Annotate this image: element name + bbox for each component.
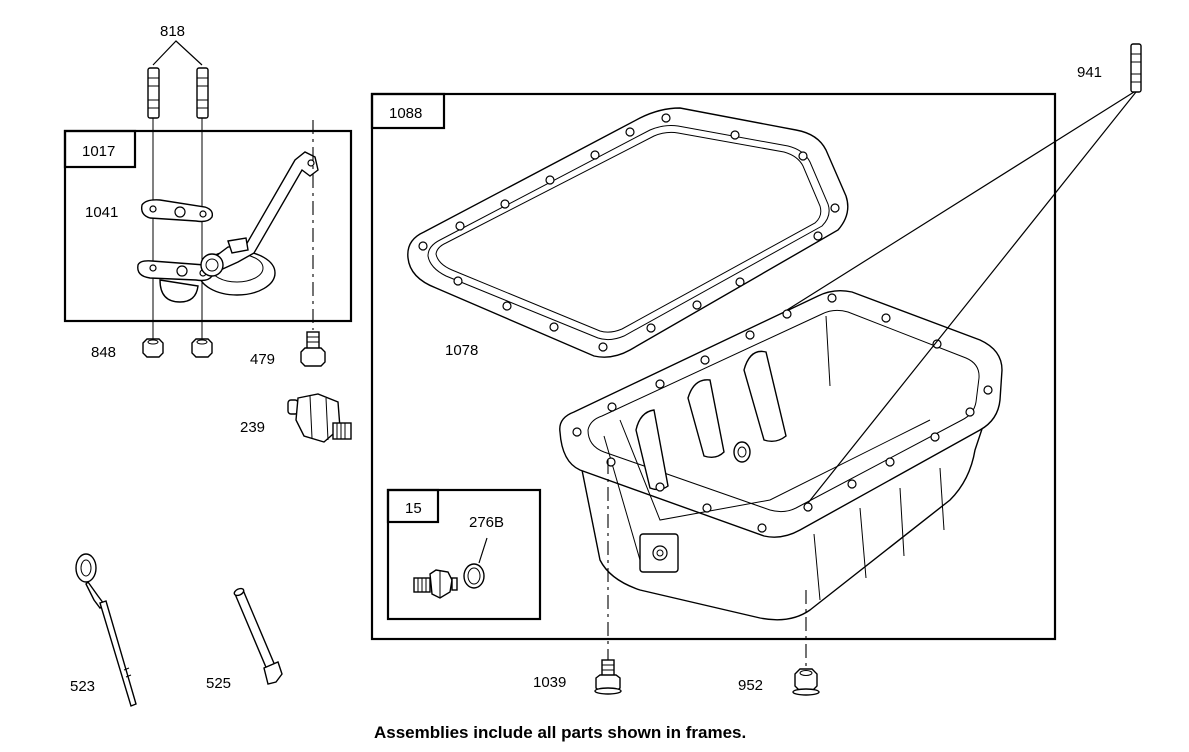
callout-952: 952 bbox=[738, 677, 763, 694]
frame-15-label: 15 bbox=[405, 500, 422, 517]
oil-pump-pickup bbox=[137, 151, 319, 303]
gasket-holes bbox=[418, 113, 840, 352]
diagram-caption: Assemblies include all parts shown in fr… bbox=[374, 723, 746, 742]
oil-pan-gasket-1078 bbox=[407, 107, 849, 358]
callout-239: 239 bbox=[240, 419, 265, 436]
oil-pan bbox=[559, 289, 1003, 621]
oil-level-sensor-239 bbox=[287, 393, 352, 443]
callout-523: 523 bbox=[70, 678, 95, 695]
gasket-1041 bbox=[140, 199, 214, 223]
pan-holes bbox=[572, 293, 993, 533]
stud-818-left bbox=[147, 67, 160, 119]
callout-1041: 1041 bbox=[85, 204, 118, 221]
callout-818: 818 bbox=[160, 23, 185, 40]
callout-941: 941 bbox=[1077, 64, 1102, 81]
callout-1078: 1078 bbox=[445, 342, 478, 359]
frame-15: 15 bbox=[386, 488, 542, 621]
dipstick-tube-525 bbox=[233, 587, 283, 685]
callout-479: 479 bbox=[250, 351, 275, 368]
callout-1039: 1039 bbox=[533, 674, 566, 691]
frame-1088-label: 1088 bbox=[389, 105, 422, 122]
washer-276b bbox=[463, 563, 485, 589]
callout-276b: 276B bbox=[469, 514, 504, 531]
bolt-1039 bbox=[594, 659, 622, 695]
frame-1017: 1017 bbox=[63, 129, 353, 323]
bolt-479 bbox=[300, 331, 326, 367]
stud-941 bbox=[1130, 43, 1142, 93]
drain-plug bbox=[413, 569, 458, 599]
callout-525: 525 bbox=[206, 675, 231, 692]
callout-848: 848 bbox=[91, 344, 116, 361]
dipstick-523 bbox=[75, 553, 137, 707]
stud-818-right bbox=[196, 67, 209, 119]
nut-848-left bbox=[142, 338, 164, 358]
frame-1088: 1088 bbox=[370, 92, 1057, 641]
nut-952 bbox=[792, 668, 820, 696]
nut-848-right bbox=[191, 338, 213, 358]
frame-1017-label: 1017 bbox=[82, 143, 115, 160]
